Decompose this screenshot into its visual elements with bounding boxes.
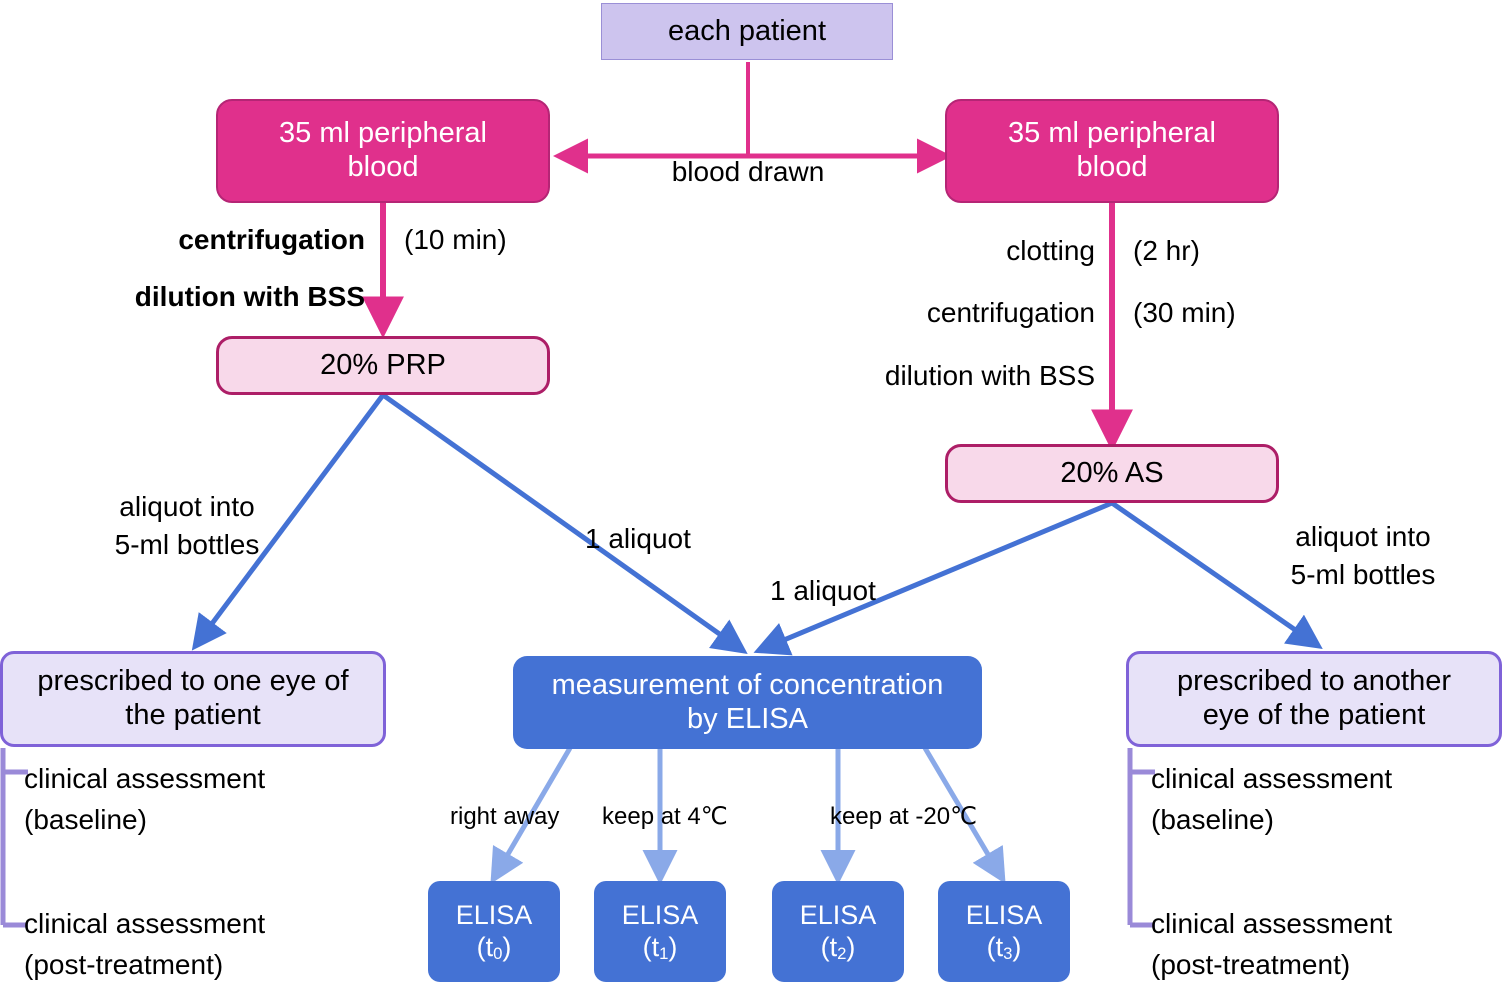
edge-label-prp-one-aliquot: 1 aliquot <box>585 523 691 554</box>
edge-label-right-dilution: dilution with BSS <box>884 360 1095 391</box>
node-prescribe-left-line1: prescribed to one eye of <box>37 665 349 698</box>
node-elisa-t2-sub: 2 <box>837 944 847 964</box>
assessment-left-baseline-line1: clinical assessment <box>24 763 266 794</box>
node-elisa-t2-name: ELISA <box>799 900 877 931</box>
node-elisa-t3[interactable]: ELISA(t3) <box>938 881 1070 982</box>
edge-label-right-aliquot-line2: 5-ml bottles <box>1290 559 1436 590</box>
edge-label-left-aliquot-line1: aliquot into <box>119 491 255 522</box>
node-elisa-t0-name: ELISA <box>455 900 533 931</box>
node-as[interactable]: 20% AS <box>945 444 1279 503</box>
node-elisa-t0-sub: 0 <box>493 944 503 964</box>
node-prescribe-right-line1: prescribed to another <box>1176 665 1452 698</box>
node-elisa-t0[interactable]: ELISA(t0) <box>428 881 560 982</box>
assessment-left-post-line2: (post-treatment) <box>24 949 224 980</box>
assessment-right-baseline-line2: (baseline) <box>1151 804 1274 835</box>
edge-label-left-centrifugation: centrifugation <box>178 224 365 255</box>
node-elisa-t1-label: ELISA(t1) <box>621 900 699 964</box>
assessment-left-post-line1: clinical assessment <box>24 908 266 939</box>
edge-label-storage-right-away: right away <box>450 803 560 830</box>
node-prescribe-left-line2: the patient <box>125 699 261 731</box>
assessment-right-baseline-line1: clinical assessment <box>1151 763 1393 794</box>
node-elisa-t1-name: ELISA <box>621 900 699 931</box>
edge-label-left-centrifugation-time: (10 min) <box>404 224 507 255</box>
node-blood-left-line1: 35 ml peripheral <box>279 117 487 150</box>
node-elisa-measurement-line2: by ELISA <box>687 702 808 735</box>
node-each-patient-label: each patient <box>667 14 826 47</box>
node-elisa-t3-name: ELISA <box>965 900 1043 931</box>
node-blood-left-line2: blood <box>347 151 419 183</box>
assessment-right-post-line2: (post-treatment) <box>1151 949 1351 980</box>
node-elisa-t2-label: ELISA(t2) <box>799 900 877 964</box>
node-prp-label: 20% PRP <box>320 348 446 381</box>
node-prp[interactable]: 20% PRP <box>216 336 550 395</box>
node-elisa-t0-label: ELISA(t0) <box>455 900 533 964</box>
assessment-left-baseline-line2: (baseline) <box>24 804 147 835</box>
node-each-patient[interactable]: each patient <box>601 3 893 60</box>
edge-label-blood-drawn: blood drawn <box>671 156 825 187</box>
edge-label-left-aliquot-line2: 5-ml bottles <box>114 529 260 560</box>
node-blood-right-line2: blood <box>1076 151 1148 183</box>
edge-label-right-centrifugation-time: (30 min) <box>1133 297 1236 328</box>
node-elisa-t1[interactable]: ELISA(t1) <box>594 881 726 982</box>
node-elisa-t2[interactable]: ELISA(t2) <box>772 881 904 982</box>
edge-label-storage-minus20c: keep at -20℃ <box>830 803 978 830</box>
node-elisa-t3-sub: 3 <box>1003 944 1013 964</box>
edge-label-right-clotting: clotting <box>1006 235 1095 266</box>
node-elisa-t3-label: ELISA(t3) <box>965 900 1043 964</box>
node-as-label: 20% AS <box>1060 456 1164 489</box>
node-prescribe-right-line2: eye of the patient <box>1202 699 1426 731</box>
node-elisa-measurement-line1: measurement of concentration <box>551 668 944 701</box>
edge-label-storage-4c: keep at 4℃ <box>602 803 728 830</box>
edge-label-right-centrifugation: centrifugation <box>926 297 1095 328</box>
edge-label-left-dilution: dilution with BSS <box>134 281 365 312</box>
edge-label-right-clotting-time: (2 hr) <box>1133 235 1200 266</box>
assessment-right-post-line1: clinical assessment <box>1151 908 1393 939</box>
edge-label-right-aliquot-line1: aliquot into <box>1295 521 1431 552</box>
edge-label-as-one-aliquot: 1 aliquot <box>770 575 876 606</box>
node-blood-right-line1: 35 ml peripheral <box>1008 117 1216 150</box>
node-elisa-t1-sub: 1 <box>659 944 669 964</box>
